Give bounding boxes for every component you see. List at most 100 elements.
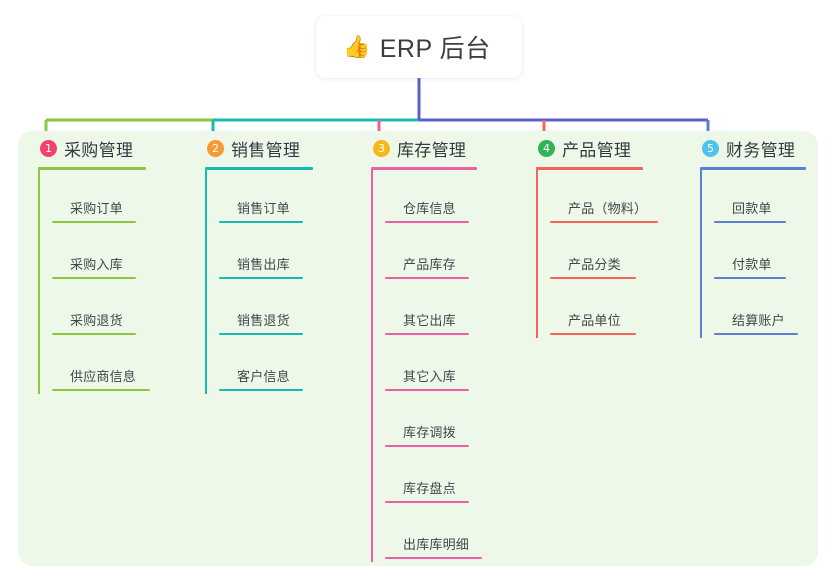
list-item[interactable]: 仓库信息 — [385, 170, 477, 226]
list-item-label: 供应商信息 — [70, 369, 137, 384]
list-item-underline — [550, 333, 636, 335]
column-badge-1: 1 — [40, 139, 57, 157]
column-5: 5 财务管理回款单付款单结算账户 — [700, 131, 806, 338]
list-item[interactable]: 产品分类 — [550, 226, 643, 282]
column-title-3: 库存管理 — [397, 140, 467, 160]
column-badge-5: 5 — [702, 139, 719, 157]
list-item-label: 产品库存 — [403, 257, 456, 272]
list-item-underline — [385, 445, 469, 447]
list-item-underline — [714, 333, 798, 335]
list-item-label: 库存盘点 — [403, 481, 456, 496]
column-header-4[interactable]: 4 产品管理 — [536, 131, 643, 165]
list-item-underline — [385, 501, 469, 503]
list-item-label: 客户信息 — [237, 369, 290, 384]
list-item-label: 产品分类 — [568, 257, 621, 272]
column-title-1: 采购管理 — [64, 140, 134, 160]
column-title-2: 销售管理 — [231, 140, 301, 160]
column-title-4: 产品管理 — [562, 140, 632, 160]
list-item-label: 仓库信息 — [403, 201, 456, 216]
list-item[interactable]: 库存调拨 — [385, 394, 477, 450]
column-header-1[interactable]: 1 采购管理 — [38, 131, 146, 165]
list-item-underline — [219, 221, 303, 223]
column-items-5: 回款单付款单结算账户 — [700, 170, 806, 338]
list-item-underline — [219, 277, 303, 279]
list-item-underline — [219, 333, 303, 335]
column-title-5: 财务管理 — [726, 140, 796, 160]
column-badge-2: 2 — [207, 139, 224, 157]
list-item[interactable]: 供应商信息 — [52, 338, 150, 394]
column-items-3: 仓库信息产品库存其它出库其它入库库存调拨库存盘点出库库明细 — [371, 170, 482, 562]
column-spine-4 — [536, 170, 538, 338]
list-item-label: 产品（物料） — [568, 201, 648, 216]
column-3: 3 库存管理仓库信息产品库存其它出库其它入库库存调拨库存盘点出库库明细 — [371, 131, 482, 562]
list-item-underline — [385, 557, 482, 559]
root-title: ERP 后台 — [379, 35, 491, 63]
list-item[interactable]: 销售退货 — [219, 282, 313, 338]
list-item-label: 采购入库 — [70, 257, 123, 272]
column-header-3[interactable]: 3 库存管理 — [371, 131, 477, 165]
list-item[interactable]: 付款单 — [714, 226, 806, 282]
list-item-underline — [714, 277, 786, 279]
list-item-underline — [52, 221, 136, 223]
list-item-underline — [714, 221, 786, 223]
list-item-underline — [219, 389, 303, 391]
list-item[interactable]: 回款单 — [714, 170, 806, 226]
column-underline-5 — [700, 167, 806, 170]
list-item[interactable]: 销售订单 — [219, 170, 313, 226]
list-item-label: 销售出库 — [237, 257, 290, 272]
column-items-4: 产品（物料） 产品分类产品单位 — [536, 170, 658, 338]
list-item-underline — [385, 333, 469, 335]
list-item-label: 其它出库 — [403, 313, 456, 328]
column-underline-2 — [205, 167, 313, 170]
list-item-underline — [385, 277, 469, 279]
list-item-underline — [52, 389, 150, 391]
column-spine-3 — [371, 170, 373, 562]
list-item[interactable]: 库存盘点 — [385, 450, 477, 506]
list-item[interactable]: 出库库明细 — [385, 506, 482, 562]
column-badge-3: 3 — [373, 139, 390, 157]
list-item[interactable]: 其它入库 — [385, 338, 477, 394]
list-item[interactable]: 产品库存 — [385, 226, 477, 282]
root-node[interactable]: 👍 ERP 后台 — [316, 16, 522, 78]
list-item[interactable]: 产品（物料） — [550, 170, 658, 226]
column-items-1: 采购订单采购入库采购退货供应商信息 — [38, 170, 150, 394]
list-item[interactable]: 采购退货 — [52, 282, 146, 338]
list-item-label: 采购订单 — [70, 201, 123, 216]
column-underline-3 — [371, 167, 477, 170]
column-2: 2 销售管理销售订单销售出库销售退货客户信息 — [205, 131, 313, 394]
list-item-label: 付款单 — [732, 257, 772, 272]
column-header-2[interactable]: 2 销售管理 — [205, 131, 313, 165]
list-item-label: 采购退货 — [70, 313, 123, 328]
diagram-panel — [18, 131, 818, 566]
list-item-underline — [385, 221, 469, 223]
list-item[interactable]: 采购入库 — [52, 226, 146, 282]
list-item[interactable]: 采购订单 — [52, 170, 146, 226]
column-items-2: 销售订单销售出库销售退货客户信息 — [205, 170, 313, 394]
list-item-label: 其它入库 — [403, 369, 456, 384]
list-item[interactable]: 其它出库 — [385, 282, 477, 338]
list-item-label: 结算账户 — [732, 313, 785, 328]
list-item-underline — [52, 333, 136, 335]
list-item-underline — [550, 221, 658, 223]
column-spine-1 — [38, 170, 40, 394]
column-underline-1 — [38, 167, 146, 170]
column-spine-2 — [205, 170, 207, 394]
column-header-5[interactable]: 5 财务管理 — [700, 131, 806, 165]
list-item-underline — [52, 277, 136, 279]
list-item-underline — [385, 389, 469, 391]
list-item-label: 回款单 — [732, 201, 772, 216]
column-spine-5 — [700, 170, 702, 338]
list-item[interactable]: 客户信息 — [219, 338, 313, 394]
list-item[interactable]: 产品单位 — [550, 282, 643, 338]
list-item[interactable]: 销售出库 — [219, 226, 313, 282]
list-item-label: 产品单位 — [568, 313, 621, 328]
column-4: 4 产品管理产品（物料） 产品分类产品单位 — [536, 131, 658, 338]
column-badge-4: 4 — [538, 139, 555, 157]
column-underline-4 — [536, 167, 643, 170]
list-item-underline — [550, 277, 636, 279]
thumbs-up-icon: 👍 — [343, 34, 371, 59]
list-item-label: 销售退货 — [237, 313, 290, 328]
list-item-label: 销售订单 — [237, 201, 290, 216]
list-item-label: 出库库明细 — [403, 537, 470, 552]
list-item[interactable]: 结算账户 — [714, 282, 806, 338]
